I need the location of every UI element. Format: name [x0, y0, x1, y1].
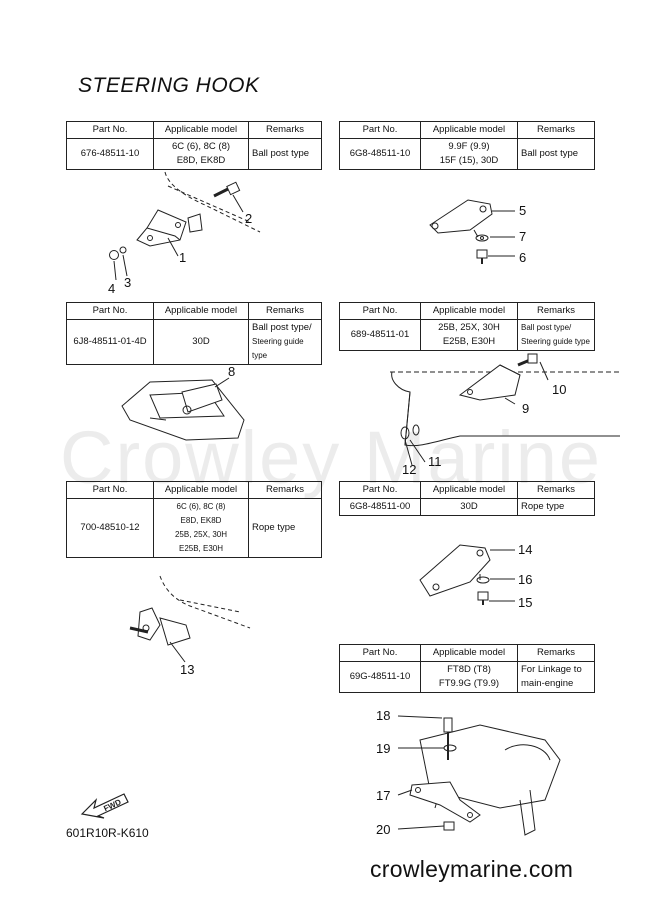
model-line: 9.9F (9.9) — [448, 141, 490, 152]
callout-8: 8 — [228, 364, 236, 379]
fwd-label: FWD — [102, 797, 123, 813]
header-remarks: Remarks — [248, 302, 322, 320]
linkage-assembly-drawing — [397, 715, 561, 836]
remarks-line: Steering guide type — [521, 337, 590, 346]
model-line: 6C (6), 8C (8) — [176, 502, 226, 511]
diagram-code: 601R10R-K610 — [66, 826, 149, 840]
part-number: 689-48511-01 — [339, 319, 421, 351]
part-number: 6J8-48511-01-4D — [66, 319, 154, 365]
remarks-line: Ball post type/ — [521, 323, 572, 332]
remarks-line: Ball post type/ — [252, 322, 312, 333]
remarks-cell: Ball post type — [517, 138, 595, 170]
callout-19: 19 — [376, 741, 391, 756]
model-line: E8D, EK8D — [176, 155, 226, 166]
part-number: 6G8-48511-00 — [339, 498, 421, 516]
callout-16: 16 — [518, 572, 533, 587]
callout-6: 6 — [519, 250, 527, 265]
model-line: E8D, EK8D — [180, 516, 222, 525]
model-line: FT9.9G (T9.9) — [438, 678, 500, 689]
remarks-cell: Rope type — [517, 498, 595, 516]
callout-10: 10 — [552, 382, 567, 397]
remarks-cell: Rope type — [248, 498, 322, 558]
model-line: 6C (6), 8C (8) — [171, 141, 231, 152]
page-title: STEERING HOOK — [78, 74, 260, 97]
bracket-676-drawing — [109, 171, 261, 281]
callout-2: 2 — [245, 211, 253, 226]
website-footer: crowleymarine.com — [370, 856, 574, 882]
model-line: 30D — [420, 498, 518, 516]
callout-3: 3 — [124, 275, 132, 290]
callout-12: 12 — [402, 462, 417, 477]
forward-arrow-icon: FWD — [80, 793, 129, 819]
callout-9: 9 — [522, 401, 530, 416]
callout-1: 1 — [179, 250, 187, 265]
part-number: 69G-48511-10 — [339, 661, 421, 693]
model-line: 25B, 25X, 30H — [174, 530, 228, 539]
model-line: FT8D (T8) — [447, 664, 491, 675]
remarks-line: main-engine — [521, 678, 574, 689]
callout-4: 4 — [108, 281, 116, 296]
callout-15: 15 — [518, 595, 533, 610]
steering-guide-bracket-drawing — [390, 353, 620, 466]
part-number: 676-48511-10 — [66, 138, 154, 170]
remarks-line: For Linkage to — [521, 664, 582, 675]
part-number: 6G8-48511-10 — [339, 138, 421, 170]
model-line: 25B, 25X, 30H — [438, 322, 500, 333]
callout-11: 11 — [428, 454, 442, 469]
bracket-6g8-10-drawing — [429, 199, 515, 264]
model-line: E25B, E30H — [178, 544, 224, 553]
callout-17: 17 — [376, 788, 391, 803]
rope-hook-drawing — [129, 575, 251, 663]
model-line: 30D — [153, 319, 249, 365]
callout-20: 20 — [376, 822, 391, 837]
callout-7: 7 — [519, 229, 527, 244]
remarks-line: Steering guide type — [252, 337, 304, 360]
callout-18: 18 — [376, 708, 391, 723]
callout-14: 14 — [518, 542, 533, 557]
bracket-6g8-00-drawing — [419, 544, 515, 605]
part-number: 700-48510-12 — [66, 498, 154, 558]
model-line: 15F (15), 30D — [439, 155, 499, 166]
callout-5: 5 — [519, 203, 527, 218]
steering-plate-drawing — [121, 377, 245, 441]
callout-13: 13 — [180, 662, 195, 677]
remarks-cell: Ball post type — [248, 138, 322, 170]
model-line: E25B, E30H — [442, 336, 496, 347]
